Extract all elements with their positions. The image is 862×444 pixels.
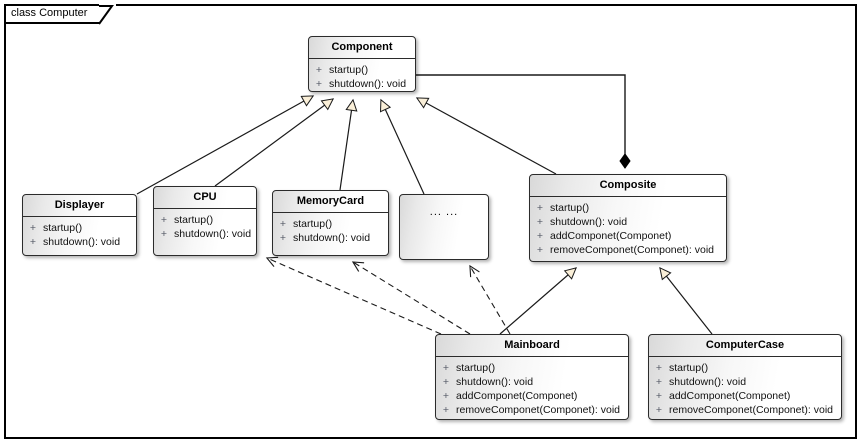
operation-row: + shutdown(): void — [436, 375, 628, 389]
class-node-displayer[interactable]: Displayer + startup() + shutdown(): void — [22, 194, 137, 256]
operation-signature: startup() — [329, 64, 369, 76]
class-node-computercase[interactable]: ComputerCase + startup() + shutdown(): voi… — [648, 334, 842, 420]
visibility-marker: + — [655, 390, 663, 402]
visibility-marker: + — [536, 244, 544, 256]
class-name-displayer: Displayer — [23, 195, 136, 217]
visibility-marker: + — [279, 218, 287, 230]
operation-signature: startup() — [456, 362, 496, 374]
operation-row: + startup() — [649, 361, 841, 375]
operation-row: + startup() — [273, 217, 388, 231]
operation-signature: shutdown(): void — [669, 376, 747, 388]
visibility-marker: + — [160, 214, 168, 226]
visibility-marker: + — [536, 202, 544, 214]
operation-signature: removeComponet(Componet): void — [456, 404, 620, 416]
operation-signature: startup() — [43, 222, 83, 234]
visibility-marker: + — [29, 222, 37, 234]
operation-row: + shutdown(): void — [273, 231, 388, 245]
class-name-mainboard: Mainboard — [436, 335, 628, 357]
class-operations-component: + startup() + shutdown(): void — [309, 59, 415, 91]
class-node-component[interactable]: Component + startup() + shutdown(): void — [308, 36, 416, 92]
class-name-composite: Composite — [530, 175, 726, 197]
operation-row: + shutdown(): void — [649, 375, 841, 389]
operation-row: + startup() — [23, 221, 136, 235]
operation-row: + addComponet(Componet) — [649, 389, 841, 403]
visibility-marker: + — [160, 228, 168, 240]
class-name-cpu: CPU — [154, 187, 256, 209]
operation-row: + removeComponet(Componet): void — [530, 243, 726, 257]
class-operations-cpu: + startup() + shutdown(): void — [154, 209, 256, 244]
operation-signature: shutdown(): void — [329, 78, 407, 90]
visibility-marker: + — [315, 78, 323, 90]
diagram-frame-tab-corner — [99, 4, 121, 26]
operation-signature: removeComponet(Componet): void — [550, 244, 714, 256]
operation-row: + shutdown(): void — [23, 235, 136, 249]
operation-row: + removeComponet(Componet): void — [436, 403, 628, 417]
visibility-marker: + — [315, 64, 323, 76]
placeholder-ellipsis-label: ... ... — [429, 206, 459, 218]
class-name-computercase: ComputerCase — [649, 335, 841, 357]
class-node-composite[interactable]: Composite + startup() + shutdown(): void +… — [529, 174, 727, 262]
visibility-marker: + — [655, 404, 663, 416]
operation-signature: startup() — [293, 218, 333, 230]
visibility-marker: + — [536, 216, 544, 228]
visibility-marker: + — [442, 376, 450, 388]
visibility-marker: + — [655, 362, 663, 374]
operation-row: + shutdown(): void — [309, 77, 415, 91]
operation-row: + startup() — [154, 213, 256, 227]
operation-row: + startup() — [309, 63, 415, 77]
diagram-frame-tab — [4, 4, 100, 24]
operation-row: + shutdown(): void — [530, 215, 726, 229]
operation-signature: shutdown(): void — [550, 216, 628, 228]
class-node-placeholder[interactable]: ... ... — [399, 194, 489, 260]
operation-row: + startup() — [530, 201, 726, 215]
visibility-marker: + — [442, 390, 450, 402]
operation-row: + addComponet(Componet) — [436, 389, 628, 403]
class-operations-displayer: + startup() + shutdown(): void — [23, 217, 136, 252]
operation-signature: startup() — [669, 362, 709, 374]
diagram-title: class Computer — [11, 7, 88, 19]
class-operations-computercase: + startup() + shutdown(): void + addCompone… — [649, 357, 841, 419]
class-operations-mainboard: + startup() + shutdown(): void + addCompone… — [436, 357, 628, 419]
operation-row: + addComponet(Componet) — [530, 229, 726, 243]
operation-signature: removeComponet(Componet): void — [669, 404, 833, 416]
operation-signature: addComponet(Componet) — [456, 390, 578, 402]
visibility-marker: + — [442, 404, 450, 416]
operation-signature: addComponet(Componet) — [669, 390, 791, 402]
class-node-mainboard[interactable]: Mainboard + startup() + shutdown(): void +… — [435, 334, 629, 420]
operation-signature: shutdown(): void — [293, 232, 371, 244]
operation-signature: startup() — [174, 214, 214, 226]
visibility-marker: + — [536, 230, 544, 242]
class-node-cpu[interactable]: CPU + startup() + shutdown(): void — [153, 186, 257, 256]
class-node-memorycard[interactable]: MemoryCard + startup() + shutdown(): void — [272, 190, 389, 256]
class-name-component: Component — [309, 37, 415, 59]
visibility-marker: + — [29, 236, 37, 248]
operation-signature: startup() — [550, 202, 590, 214]
operation-signature: shutdown(): void — [43, 236, 121, 248]
visibility-marker: + — [279, 232, 287, 244]
operation-row: + startup() — [436, 361, 628, 375]
class-operations-composite: + startup() + shutdown(): void + addCompone… — [530, 197, 726, 260]
visibility-marker: + — [655, 376, 663, 388]
visibility-marker: + — [442, 362, 450, 374]
class-name-memorycard: MemoryCard — [273, 191, 388, 213]
operation-row: + removeComponet(Componet): void — [649, 403, 841, 417]
operation-signature: shutdown(): void — [174, 228, 252, 240]
operation-signature: addComponet(Componet) — [550, 230, 672, 242]
class-operations-memorycard: + startup() + shutdown(): void — [273, 213, 388, 248]
operation-signature: shutdown(): void — [456, 376, 534, 388]
operation-row: + shutdown(): void — [154, 227, 256, 241]
